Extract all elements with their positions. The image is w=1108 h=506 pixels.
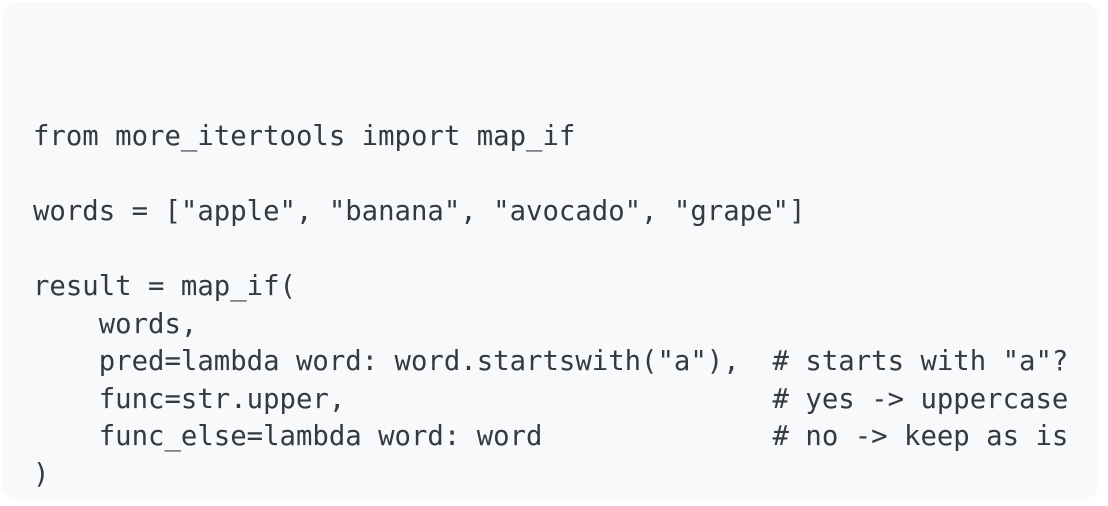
code-line: func=str.upper, # yes -> uppercase — [33, 383, 1069, 415]
code-line: result = map_if( — [33, 271, 296, 302]
code-line: ) — [33, 458, 50, 490]
code-line: func_else=lambda word: word # no -> keep… — [33, 421, 1069, 452]
code-line: pred=lambda word: word.startswith("a"), … — [33, 346, 1069, 377]
code-line — [33, 493, 1090, 500]
code-line — [33, 156, 1090, 194]
code-line — [33, 231, 1090, 269]
code-block: from more_itertools import map_if words … — [33, 43, 1090, 500]
code-lines: from more_itertools import map_if words … — [33, 118, 1090, 500]
code-line: from more_itertools import map_if — [33, 121, 576, 152]
code-line: words, — [33, 308, 198, 340]
code-card: from more_itertools import map_if words … — [2, 2, 1098, 500]
code-line: words = ["apple", "banana", "avocado", "… — [33, 196, 806, 227]
